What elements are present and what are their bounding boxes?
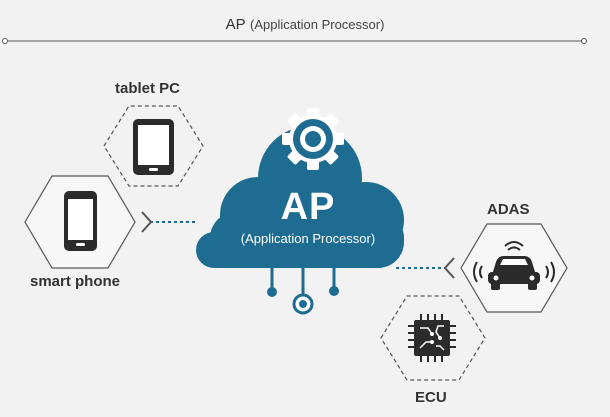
ap-cloud xyxy=(196,126,404,268)
smartphone-icon xyxy=(64,191,97,251)
gear-icon xyxy=(282,108,344,170)
adas-label: ADAS xyxy=(487,201,530,218)
connector-adas xyxy=(396,257,455,279)
connector-phone xyxy=(141,211,198,233)
ecu-hexagon xyxy=(380,295,486,381)
ap-title: AP xyxy=(280,186,336,228)
tablet-icon xyxy=(133,119,174,175)
header-title: AP (Application Processor) xyxy=(0,16,610,34)
phone-label: smart phone xyxy=(30,273,121,290)
tablet-hexagon xyxy=(103,105,204,187)
header-title-sub: (Application Processor) xyxy=(250,17,385,32)
ecu-label: ECU xyxy=(415,389,447,406)
tablet-label: tablet PC xyxy=(115,80,181,97)
car-icon xyxy=(473,241,555,290)
header-rule xyxy=(2,38,587,44)
cloud-pins xyxy=(267,266,339,315)
ap-subtitle: (Application Processor) xyxy=(240,231,376,246)
header-title-main: AP xyxy=(225,16,246,33)
chip-icon xyxy=(408,314,456,362)
